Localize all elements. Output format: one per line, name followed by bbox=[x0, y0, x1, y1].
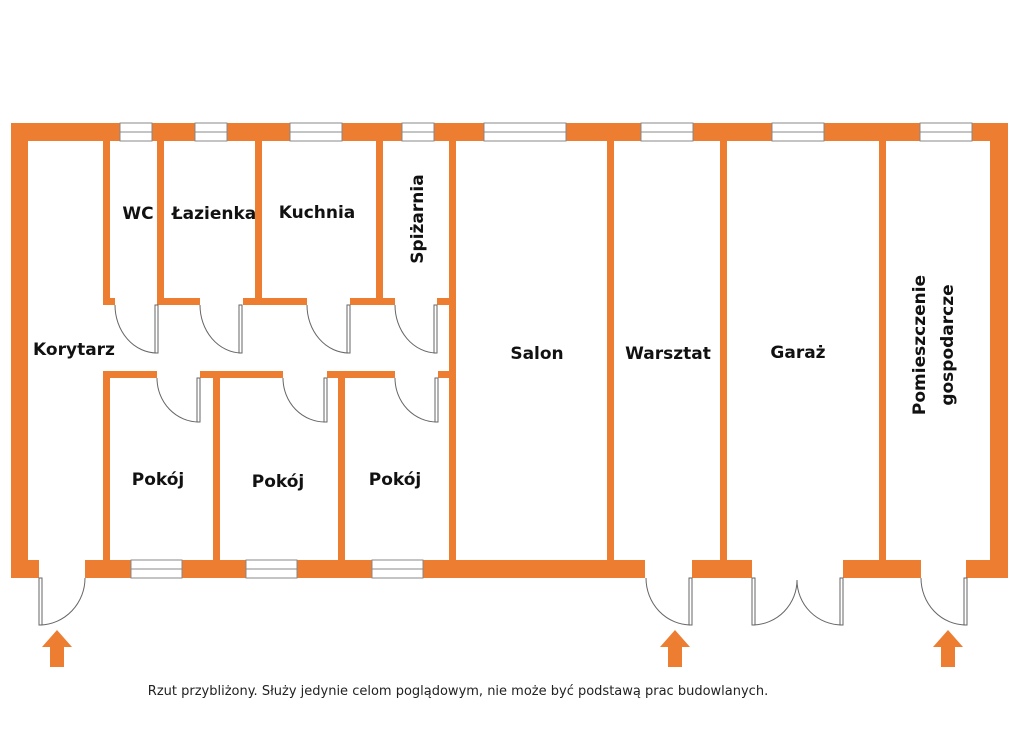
label-pokoj-2: Pokój bbox=[252, 472, 305, 492]
label-korytarz: Korytarz bbox=[33, 340, 115, 360]
doors bbox=[38, 304, 968, 626]
walls bbox=[11, 123, 1008, 578]
entrance-arrow-icon bbox=[933, 630, 963, 667]
label-pomieszczenie-2: gospodarcze bbox=[938, 284, 958, 405]
label-wc: WC bbox=[122, 204, 153, 224]
label-spizarnia: Spiżarnia bbox=[408, 174, 428, 263]
label-kuchnia: Kuchnia bbox=[279, 203, 356, 223]
entrance-arrows bbox=[42, 630, 963, 667]
entrance-arrow-icon bbox=[42, 630, 72, 667]
disclaimer-caption: Rzut przybliżony. Służy jedynie celom po… bbox=[147, 684, 769, 699]
label-pokoj-1: Pokój bbox=[132, 470, 185, 490]
label-pokoj-3: Pokój bbox=[369, 470, 422, 490]
label-garaz: Garaż bbox=[770, 343, 825, 363]
label-pomieszczenie-1: Pomieszczenie bbox=[910, 275, 930, 415]
label-lazienka: Łazienka bbox=[171, 204, 257, 224]
room-labels: WC Łazienka Kuchnia Spiżarnia Korytarz S… bbox=[33, 174, 958, 492]
label-warsztat: Warsztat bbox=[625, 344, 711, 364]
windows bbox=[119, 122, 973, 579]
label-salon: Salon bbox=[510, 344, 563, 364]
entrance-arrow-icon bbox=[660, 630, 690, 667]
